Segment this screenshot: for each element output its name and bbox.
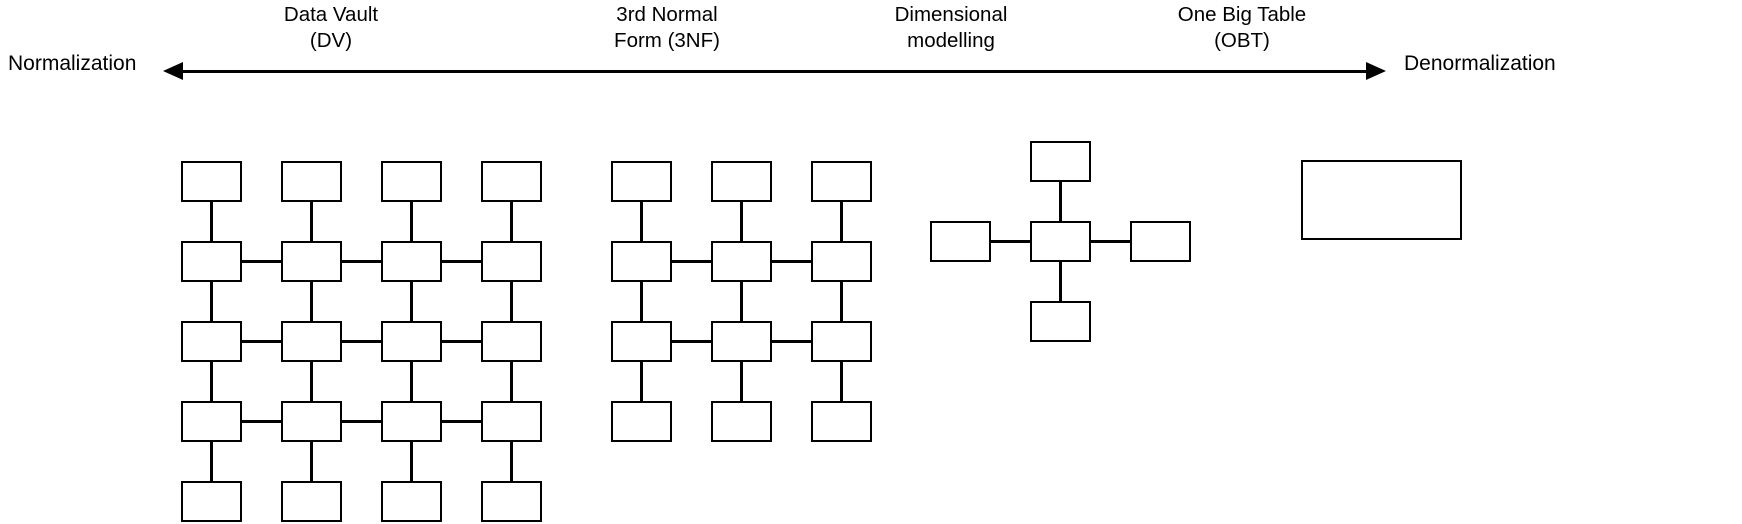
relationship-line-vertical bbox=[210, 362, 213, 401]
dimensional-dimension-box bbox=[1030, 301, 1091, 342]
third-normal-form-box bbox=[711, 241, 772, 282]
dimensional-fact-box bbox=[1030, 221, 1091, 262]
stage-label-one-big-table-line2: (OBT) bbox=[1214, 29, 1270, 52]
relationship-line-horizontal bbox=[442, 420, 481, 423]
relationship-line-vertical bbox=[210, 282, 213, 321]
data-vault-box bbox=[481, 321, 542, 362]
relationship-line-vertical bbox=[410, 282, 413, 321]
stage-label-third-normal-form-line2: Form (3NF) bbox=[614, 29, 720, 52]
stage-label-data-vault-line1: Data Vault bbox=[283, 3, 379, 26]
stage-label-dimensional-modelling-line1: Dimensional bbox=[894, 3, 1008, 26]
relationship-line-horizontal bbox=[672, 340, 711, 343]
third-normal-form-box bbox=[611, 241, 672, 282]
relationship-line-horizontal bbox=[242, 420, 281, 423]
relationship-line-vertical bbox=[840, 202, 843, 241]
relationship-line-horizontal bbox=[242, 340, 281, 343]
relationship-line-vertical bbox=[1059, 182, 1062, 221]
relationship-line-vertical bbox=[410, 202, 413, 241]
stage-label-dimensional-modelling: Dimensional modelling bbox=[791, 2, 1111, 54]
relationship-line-vertical bbox=[310, 282, 313, 321]
third-normal-form-box bbox=[611, 321, 672, 362]
relationship-line-vertical bbox=[510, 202, 513, 241]
data-vault-box bbox=[181, 401, 242, 442]
relationship-line-vertical bbox=[740, 362, 743, 401]
third-normal-form-box bbox=[711, 161, 772, 202]
data-vault-box bbox=[181, 321, 242, 362]
data-vault-box bbox=[281, 241, 342, 282]
relationship-line-vertical bbox=[210, 202, 213, 241]
relationship-line-horizontal bbox=[442, 340, 481, 343]
stage-label-data-vault-line2: (DV) bbox=[309, 29, 353, 52]
relationship-line-horizontal bbox=[442, 260, 481, 263]
normalization-spectrum-arrow bbox=[163, 62, 1386, 82]
stage-label-data-vault: Data Vault (DV) bbox=[171, 2, 491, 54]
relationship-line-horizontal bbox=[772, 340, 811, 343]
data-vault-box bbox=[481, 161, 542, 202]
relationship-line-vertical bbox=[310, 362, 313, 401]
third-normal-form-box bbox=[611, 161, 672, 202]
relationship-line-vertical bbox=[410, 442, 413, 481]
data-vault-box bbox=[381, 161, 442, 202]
relationship-line-vertical bbox=[640, 362, 643, 401]
third-normal-form-box bbox=[711, 401, 772, 442]
relationship-line-vertical bbox=[510, 362, 513, 401]
relationship-line-vertical bbox=[640, 202, 643, 241]
relationship-line-horizontal bbox=[242, 260, 281, 263]
third-normal-form-box bbox=[811, 401, 872, 442]
relationship-line-vertical bbox=[740, 282, 743, 321]
data-vault-box bbox=[181, 241, 242, 282]
relationship-line-vertical bbox=[640, 282, 643, 321]
data-vault-box bbox=[481, 401, 542, 442]
stage-label-third-normal-form-line1: 3rd Normal bbox=[616, 3, 718, 26]
arrow-shaft bbox=[175, 70, 1374, 73]
third-normal-form-box bbox=[611, 401, 672, 442]
relationship-line-horizontal bbox=[1091, 240, 1130, 243]
third-normal-form-box bbox=[811, 241, 872, 282]
denormalization-label: Denormalization bbox=[1404, 52, 1556, 75]
data-vault-box bbox=[381, 241, 442, 282]
relationship-line-horizontal bbox=[991, 240, 1030, 243]
dimensional-dimension-box bbox=[1130, 221, 1191, 262]
dimensional-dimension-box bbox=[1030, 141, 1091, 182]
relationship-line-vertical bbox=[840, 282, 843, 321]
relationship-line-horizontal bbox=[672, 260, 711, 263]
data-vault-box bbox=[481, 481, 542, 522]
dimensional-dimension-box bbox=[930, 221, 991, 262]
arrow-head-right-icon bbox=[1366, 62, 1386, 80]
stage-label-one-big-table: One Big Table (OBT) bbox=[1082, 2, 1402, 54]
relationship-line-vertical bbox=[310, 202, 313, 241]
data-vault-box bbox=[181, 481, 242, 522]
data-vault-box bbox=[481, 241, 542, 282]
relationship-line-horizontal bbox=[342, 260, 381, 263]
stage-label-dimensional-modelling-line2: modelling bbox=[907, 29, 995, 52]
relationship-line-horizontal bbox=[342, 420, 381, 423]
normalization-label: Normalization bbox=[8, 52, 137, 75]
data-vault-box bbox=[281, 401, 342, 442]
relationship-line-horizontal bbox=[342, 340, 381, 343]
relationship-line-vertical bbox=[410, 362, 413, 401]
data-vault-box bbox=[281, 481, 342, 522]
data-vault-box bbox=[281, 161, 342, 202]
relationship-line-vertical bbox=[1059, 262, 1062, 301]
data-vault-box bbox=[281, 321, 342, 362]
data-vault-box bbox=[381, 401, 442, 442]
relationship-line-vertical bbox=[510, 282, 513, 321]
relationship-line-horizontal bbox=[772, 260, 811, 263]
relationship-line-vertical bbox=[840, 362, 843, 401]
data-vault-box bbox=[381, 481, 442, 522]
arrow-head-left-icon bbox=[163, 62, 183, 80]
one-big-table-box bbox=[1301, 160, 1462, 240]
third-normal-form-box bbox=[711, 321, 772, 362]
relationship-line-vertical bbox=[210, 442, 213, 481]
relationship-line-vertical bbox=[740, 202, 743, 241]
stage-label-one-big-table-line1: One Big Table bbox=[1177, 3, 1307, 26]
relationship-line-vertical bbox=[510, 442, 513, 481]
data-vault-box bbox=[381, 321, 442, 362]
third-normal-form-box bbox=[811, 161, 872, 202]
data-vault-box bbox=[181, 161, 242, 202]
relationship-line-vertical bbox=[310, 442, 313, 481]
stage-label-third-normal-form: 3rd Normal Form (3NF) bbox=[507, 2, 827, 54]
third-normal-form-box bbox=[811, 321, 872, 362]
